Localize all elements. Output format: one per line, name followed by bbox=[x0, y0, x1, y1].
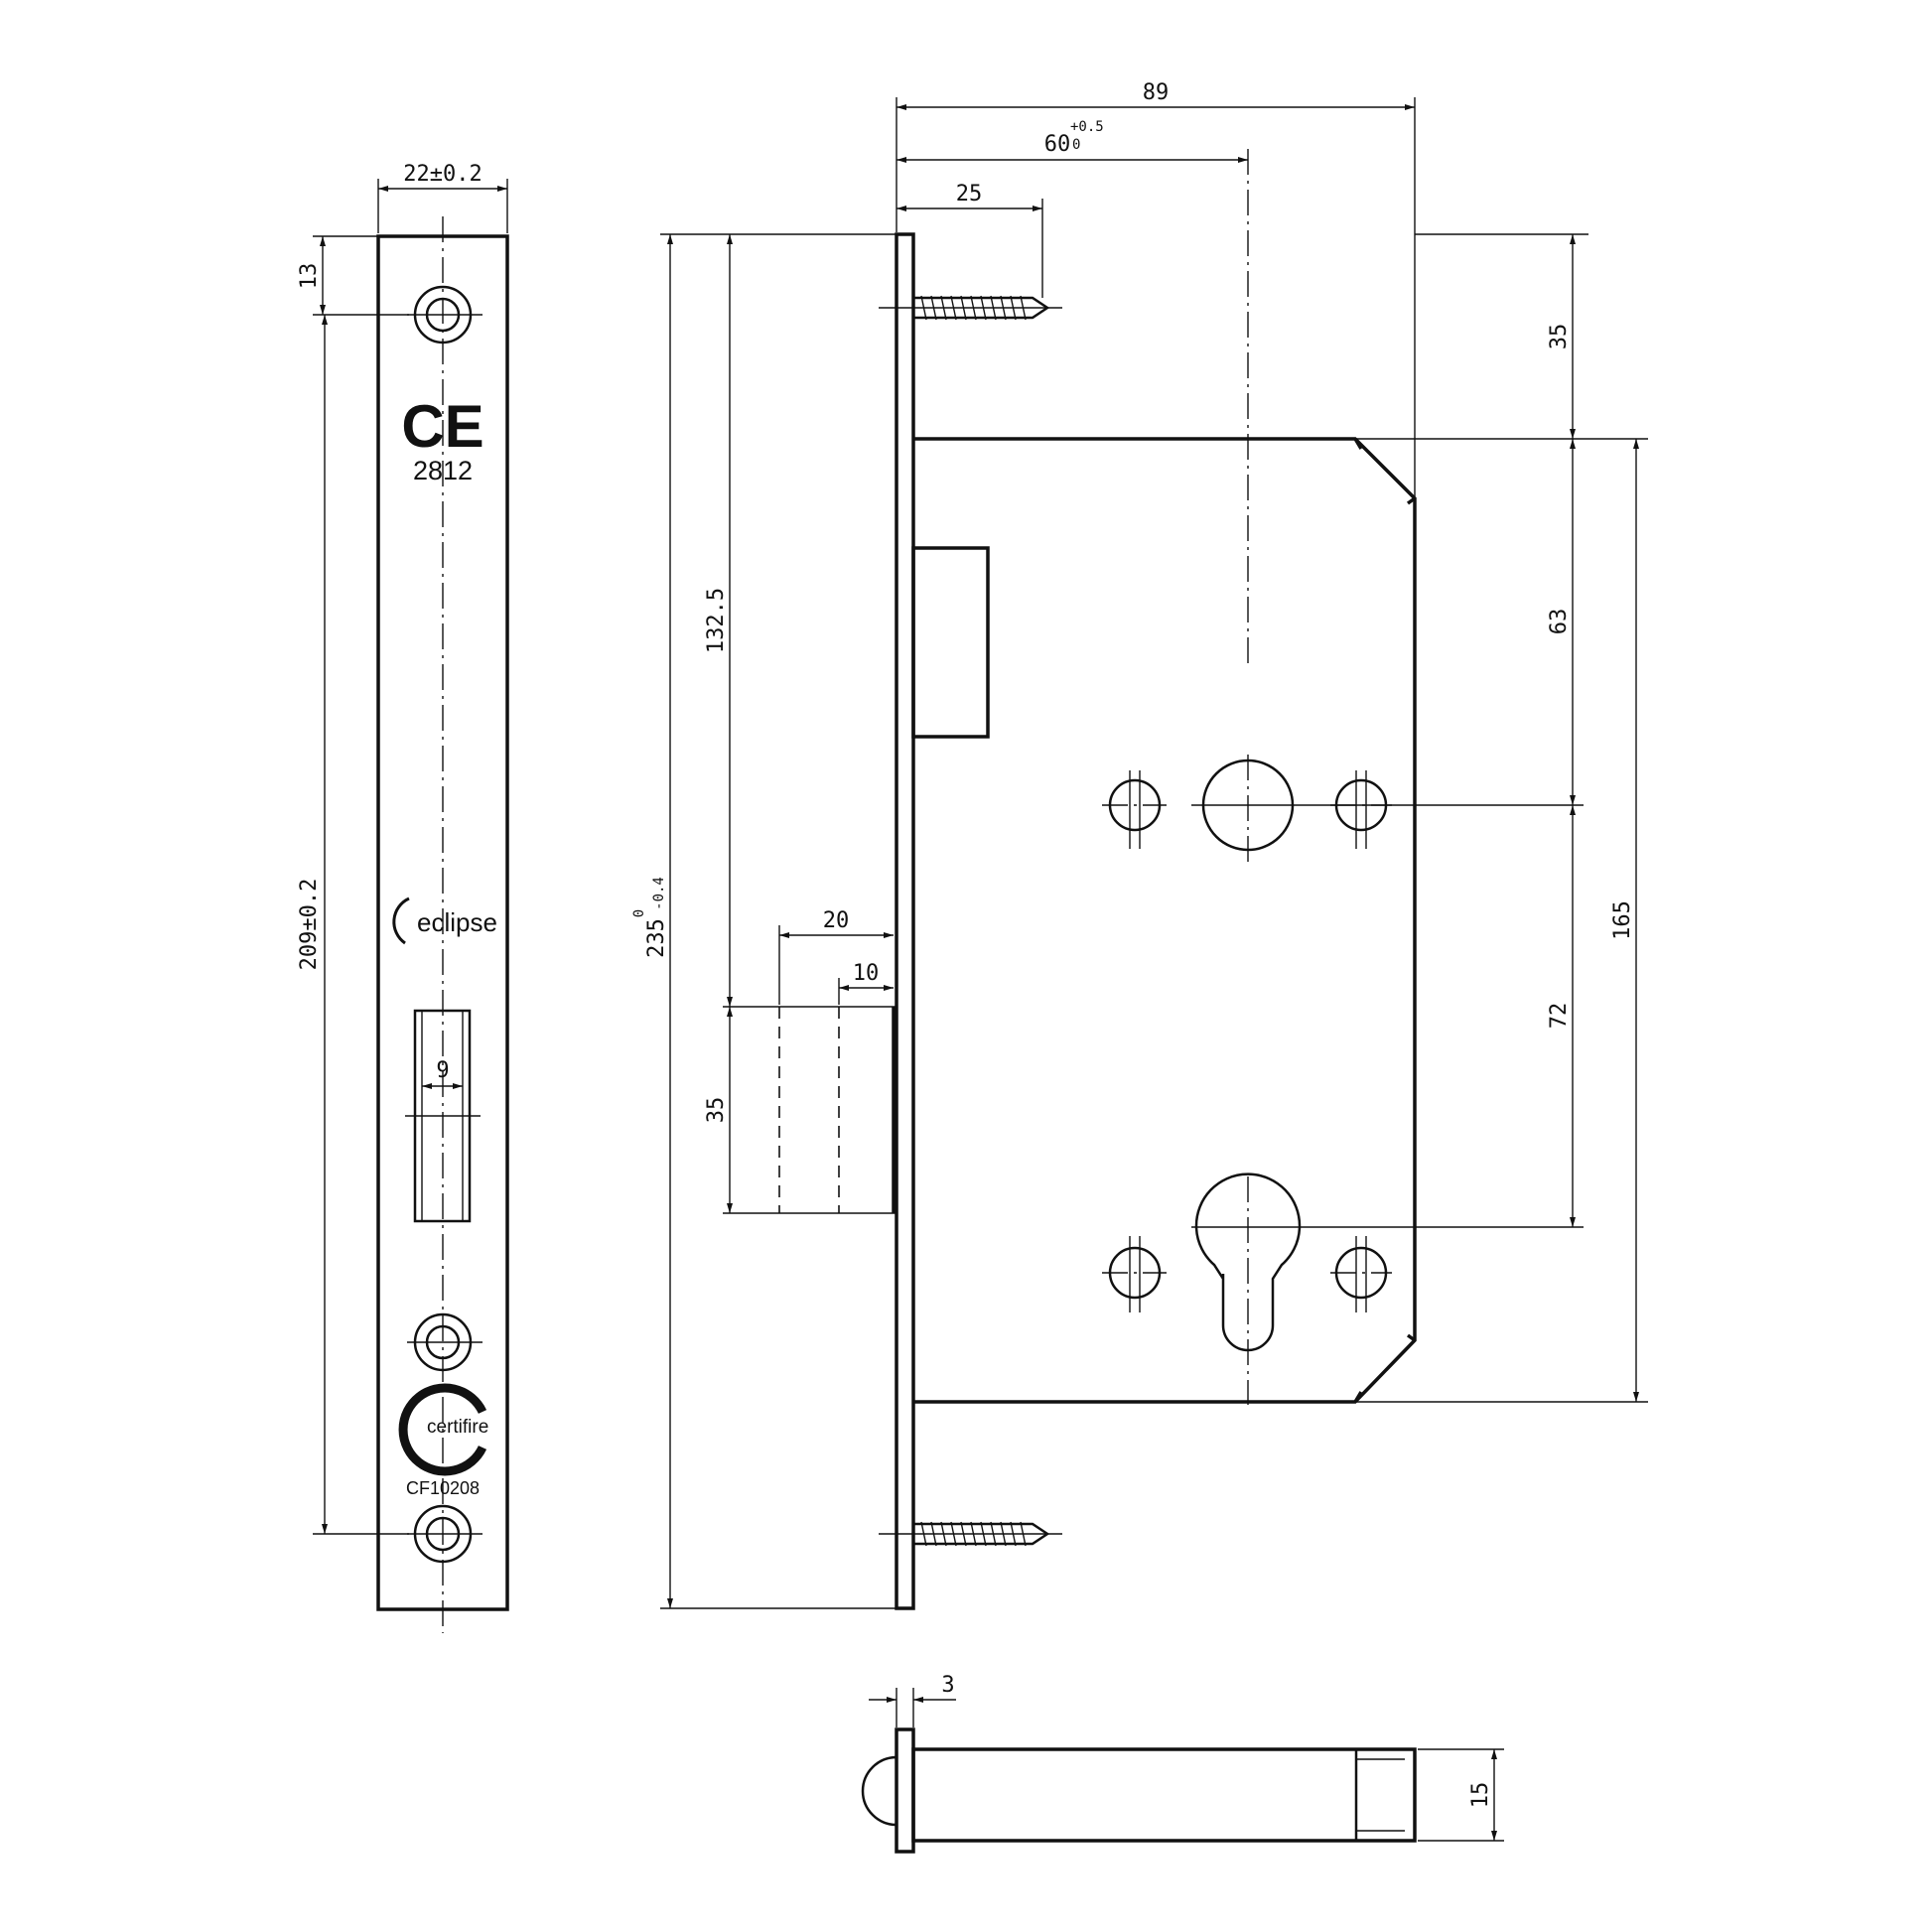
dim-hole-spacing-label: 209±0.2 bbox=[297, 879, 322, 971]
eclipse-logo: eclipse bbox=[392, 897, 497, 945]
dim-faceplate-width-label: 22±0.2 bbox=[403, 162, 482, 187]
dim-hole-spacing: 209±0.2 bbox=[297, 315, 409, 1535]
dim-bolt-thickness: 15 bbox=[1418, 1748, 1504, 1842]
dim-faceplate-width: 22±0.2 bbox=[377, 162, 508, 233]
dim-latch-throw: 20 bbox=[778, 908, 894, 1005]
screw-bottom bbox=[879, 1521, 1062, 1547]
bolt-body bbox=[911, 1747, 1417, 1843]
dim-case-height-label: 165 bbox=[1610, 900, 1635, 940]
dim-latch-step: 10 bbox=[838, 961, 894, 1005]
dim-latch-height: 35 bbox=[704, 1007, 733, 1213]
dim-handle-to-cylinder-label: 72 bbox=[1547, 1003, 1572, 1030]
dim-plate-thickness: 3 bbox=[869, 1673, 956, 1727]
faceplate-view: CE 2812 eclipse certifire CF10208 22±0.2 bbox=[297, 162, 509, 1633]
dim-latch-height-label: 35 bbox=[704, 1097, 729, 1124]
eclipse-brand-text: eclipse bbox=[417, 907, 497, 937]
dim-overall-depth: 89 bbox=[896, 80, 1416, 496]
dim-latch-height-from-top-label: 132.5 bbox=[704, 588, 729, 653]
dim-screw-length: 25 bbox=[897, 182, 1043, 298]
dim-right-extensions bbox=[1355, 233, 1648, 1403]
faceplate-top-hole bbox=[407, 285, 483, 345]
dim-overall-height: 235 0 -0.4 bbox=[631, 233, 897, 1609]
dim-case-to-handle: 63 bbox=[1547, 439, 1576, 805]
dim-backset-label: 60 bbox=[1044, 132, 1071, 157]
dim-overall-height-label: 235 bbox=[644, 918, 669, 958]
follower-fixing-hole-right bbox=[1330, 770, 1392, 849]
ce-mark: CE bbox=[401, 393, 483, 460]
dim-latch-throw-label: 20 bbox=[823, 908, 850, 933]
faceplate-middle-hole bbox=[407, 1312, 483, 1372]
latch bbox=[723, 1006, 897, 1214]
certifire-text: certifire bbox=[427, 1417, 488, 1438]
bolt-end-view: 3 15 bbox=[861, 1673, 1504, 1854]
dim-backset-tol-lower: 0 bbox=[1072, 137, 1080, 153]
dim-screw-length-label: 25 bbox=[956, 182, 983, 207]
dim-bolt-thickness-label: 15 bbox=[1468, 1782, 1493, 1809]
follower-fixing-hole-left bbox=[1102, 770, 1167, 849]
dim-plate-thickness-label: 3 bbox=[941, 1673, 954, 1698]
ce-number: 2812 bbox=[413, 456, 473, 485]
dim-overall-depth-label: 89 bbox=[1143, 80, 1170, 105]
dim-slot-width-label: 9 bbox=[436, 1058, 449, 1083]
certifire-number: CF10208 bbox=[406, 1478, 480, 1498]
dim-backset-tol-upper: +0.5 bbox=[1070, 119, 1104, 135]
cylinder-fixing-hole-right bbox=[1330, 1236, 1392, 1312]
lock-side-view: 89 60 +0.5 0 25 235 0 -0.4 132.5 3 bbox=[631, 80, 1648, 1610]
dim-slot-width: 9 bbox=[422, 1058, 463, 1089]
faceplate-latch-slot bbox=[405, 1009, 481, 1223]
deadbolt bbox=[911, 546, 990, 739]
dim-top-to-case: 35 bbox=[1547, 234, 1576, 439]
cylinder-cutout bbox=[1191, 1173, 1584, 1352]
cylinder-fixing-hole-left bbox=[1102, 1236, 1167, 1312]
dim-top-hole-offset-label: 13 bbox=[297, 263, 322, 290]
dim-case-to-handle-label: 63 bbox=[1547, 609, 1572, 635]
dim-top-hole-offset: 13 bbox=[297, 235, 409, 316]
dim-case-height: 165 bbox=[1610, 439, 1639, 1402]
dim-latch-height-from-top: 132.5 bbox=[704, 234, 733, 1007]
dim-handle-to-cylinder: 72 bbox=[1547, 805, 1576, 1227]
dim-overall-height-tol-lower: -0.4 bbox=[651, 877, 667, 910]
dim-overall-height-tol-upper: 0 bbox=[631, 909, 647, 917]
certifire-logo: certifire CF10208 bbox=[398, 1383, 488, 1498]
dim-backset: 60 +0.5 0 bbox=[897, 119, 1248, 163]
screw-top bbox=[879, 295, 1062, 321]
dim-latch-step-label: 10 bbox=[853, 961, 880, 986]
faceplate-bottom-hole bbox=[407, 1504, 483, 1564]
dim-top-to-case-label: 35 bbox=[1547, 324, 1572, 350]
lock-case bbox=[913, 437, 1417, 1404]
